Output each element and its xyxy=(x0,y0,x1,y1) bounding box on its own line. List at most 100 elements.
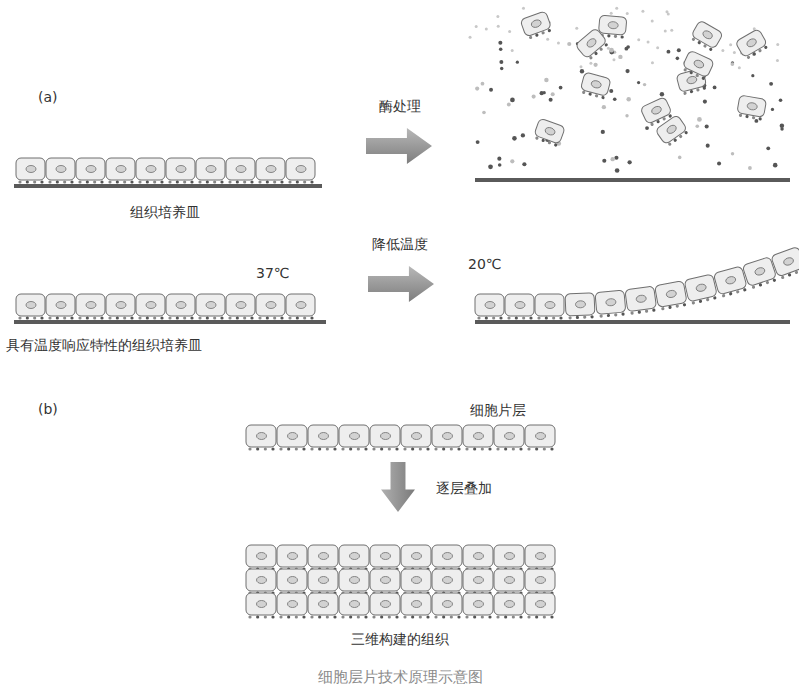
matrix-dot xyxy=(287,447,290,450)
cell xyxy=(16,294,45,320)
nucleus xyxy=(381,433,391,440)
matrix-dot xyxy=(457,447,460,450)
cell-body xyxy=(246,569,276,591)
matrix-dot xyxy=(764,45,768,49)
cell-body xyxy=(735,29,767,58)
matrix-dot xyxy=(26,316,29,319)
matrix-dot xyxy=(273,316,276,319)
cell-body xyxy=(196,294,225,316)
cell xyxy=(579,72,611,100)
nucleus xyxy=(288,433,298,440)
cell-body xyxy=(401,425,431,447)
cell xyxy=(370,593,400,619)
matrix-dot xyxy=(788,273,792,277)
matrix-dot xyxy=(656,119,660,123)
nucleus xyxy=(146,302,156,309)
matrix-dot xyxy=(765,281,769,285)
matrix-dot xyxy=(26,180,29,183)
cell xyxy=(689,20,723,52)
matrix-dot xyxy=(511,49,514,52)
matrix-dot xyxy=(183,180,186,183)
matrix-dot xyxy=(476,140,480,144)
cell xyxy=(401,569,431,595)
nucleus xyxy=(515,302,525,309)
cell-body xyxy=(286,158,315,180)
matrix-dot xyxy=(496,447,499,450)
matrix-dot xyxy=(489,88,493,92)
cell-body xyxy=(432,545,462,567)
matrix-dot xyxy=(333,615,336,618)
matrix-dot xyxy=(568,316,571,319)
matrix-dot xyxy=(689,71,693,75)
matrix-dot xyxy=(258,316,261,319)
matrix-dot xyxy=(116,180,119,183)
matrix-dot xyxy=(546,38,549,41)
nucleus xyxy=(412,577,422,584)
matrix-dot xyxy=(593,63,597,67)
matrix-dot xyxy=(753,27,756,30)
cell xyxy=(308,593,338,619)
matrix-dot xyxy=(637,81,640,84)
matrix-dot xyxy=(499,60,503,64)
nucleus xyxy=(236,302,246,309)
cell-body xyxy=(463,569,493,591)
cell-body xyxy=(339,569,369,591)
cell-body xyxy=(308,545,338,567)
matrix-dot xyxy=(86,180,89,183)
cell xyxy=(46,294,75,320)
matrix-dot xyxy=(411,615,414,618)
matrix-dot xyxy=(678,134,682,138)
cell xyxy=(246,425,276,451)
cell-body xyxy=(525,425,555,447)
nucleus xyxy=(443,433,453,440)
matrix-dot xyxy=(758,48,762,52)
matrix-dot xyxy=(550,447,553,450)
matrix-dot xyxy=(56,180,59,183)
matrix-dot xyxy=(590,315,593,318)
cell xyxy=(525,593,555,619)
nucleus xyxy=(474,553,484,560)
matrix-dot xyxy=(650,122,654,126)
matrix-dot xyxy=(198,180,201,183)
matrix-dot xyxy=(748,166,752,170)
matrix-dot xyxy=(78,316,81,319)
matrix-dot xyxy=(498,41,502,45)
cell-body xyxy=(401,569,431,591)
matrix-dot xyxy=(652,308,656,312)
cell xyxy=(655,281,688,311)
matrix-dot xyxy=(206,316,209,319)
matrix-dot xyxy=(754,119,758,123)
nucleus xyxy=(350,577,360,584)
nucleus xyxy=(686,75,697,84)
cell xyxy=(432,593,462,619)
matrix-dot xyxy=(529,316,532,319)
cell xyxy=(525,569,555,595)
matrix-dot xyxy=(123,316,126,319)
matrix-dot xyxy=(465,615,468,618)
cell xyxy=(277,593,307,619)
matrix-dot xyxy=(641,10,644,13)
matrix-dot xyxy=(248,615,251,618)
cell-body xyxy=(246,545,276,567)
sheet-label: 细胞片层 xyxy=(470,402,526,419)
nucleus xyxy=(608,21,619,29)
cell-body xyxy=(463,593,493,615)
matrix-dot xyxy=(625,69,629,73)
matrix-dot xyxy=(146,316,149,319)
cell-body xyxy=(432,569,462,591)
matrix-dot xyxy=(388,447,391,450)
cell-body xyxy=(246,425,276,447)
matrix-dot xyxy=(497,157,501,161)
matrix-dot xyxy=(146,180,149,183)
nucleus xyxy=(443,577,453,584)
matrix-dot xyxy=(488,615,491,618)
matrix-dot xyxy=(713,296,717,300)
matrix-dot xyxy=(651,61,654,64)
matrix-dot xyxy=(702,86,706,90)
matrix-dot xyxy=(709,47,713,51)
matrix-dot xyxy=(481,615,484,618)
nucleus xyxy=(666,124,678,135)
matrix-dot xyxy=(220,180,223,183)
matrix-dot xyxy=(364,615,367,618)
